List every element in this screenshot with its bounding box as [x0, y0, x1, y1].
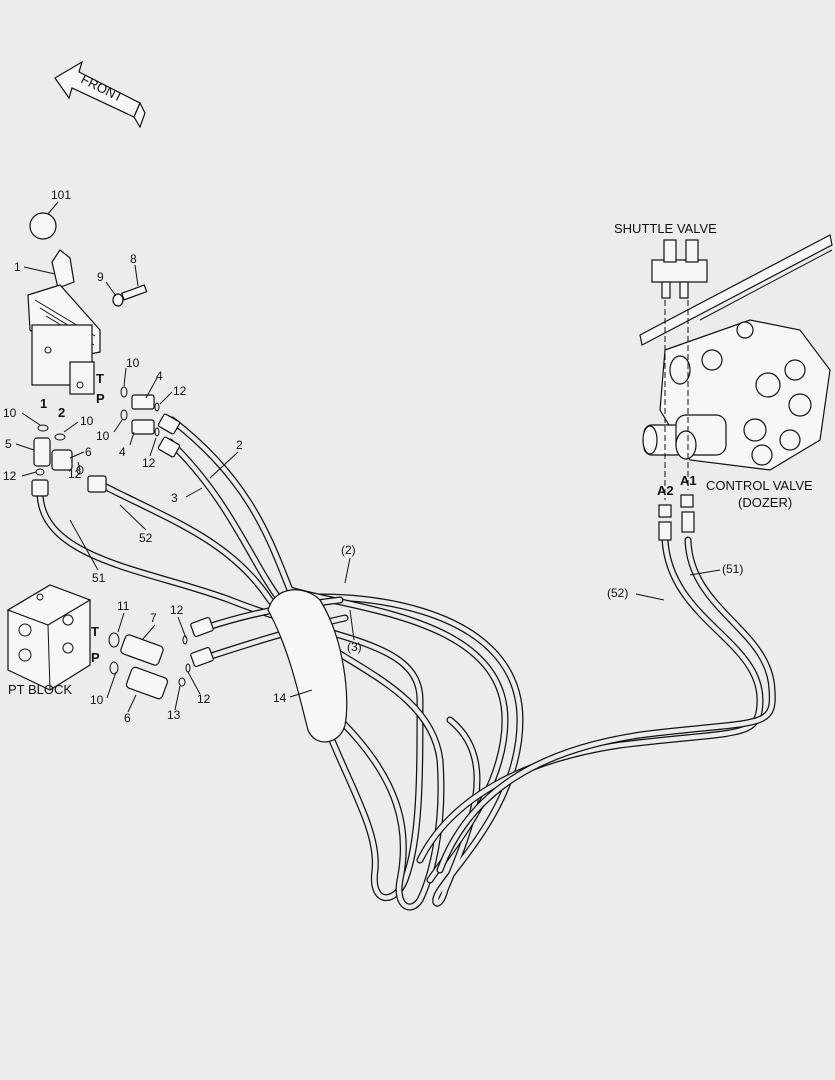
- shuttle-valve-title: SHUTTLE VALVE: [614, 221, 717, 236]
- control-valve-title: CONTROL VALVE: [706, 478, 813, 493]
- port-a2-valve: A2: [657, 483, 674, 498]
- callout-51: 51: [92, 571, 106, 585]
- port-t-pt-block: T: [91, 624, 99, 639]
- port-a1-valve: A1: [680, 473, 697, 488]
- callout-5: 5: [5, 437, 12, 451]
- callout-2: 2: [236, 438, 243, 452]
- control-valve-subtitle: (DOZER): [738, 495, 792, 510]
- callout-12-d: 12: [68, 467, 82, 481]
- joystick-assembly: [27, 212, 101, 395]
- callout-12-a: 12: [173, 384, 187, 398]
- port-1-joystick: 1: [40, 396, 47, 411]
- callout-1: 1: [14, 260, 21, 274]
- callout-52: 52: [139, 531, 153, 545]
- callout-6-a: 6: [85, 445, 92, 459]
- callout-7: 7: [150, 611, 157, 625]
- callout-52-ref: (52): [607, 586, 628, 600]
- callout-51-ref: (51): [722, 562, 743, 576]
- hose-bundle: [36, 416, 776, 911]
- callout-4-b: 4: [119, 445, 126, 459]
- port-p-joystick: P: [96, 391, 105, 406]
- callout-101: 101: [51, 188, 71, 202]
- callout-11: 11: [117, 599, 130, 613]
- leader-lines: [15, 201, 721, 713]
- callout-12-b: 12: [142, 456, 156, 470]
- callout-6-b: 6: [124, 711, 131, 725]
- joystick-fittings: [31, 386, 181, 497]
- callout-9: 9: [97, 270, 104, 284]
- hose-protector: [267, 589, 348, 743]
- callout-10-e: 10: [90, 693, 104, 707]
- control-valve-assembly: [639, 234, 833, 541]
- port-2-joystick: 2: [58, 405, 65, 420]
- callout-12-c: 12: [3, 469, 17, 483]
- callout-12-f: 12: [197, 692, 211, 706]
- bolt-and-washer: [112, 284, 148, 307]
- callout-10-c: 10: [3, 406, 17, 420]
- callout-3: 3: [171, 491, 178, 505]
- callout-10-a: 10: [126, 356, 140, 370]
- front-arrow: FRONT: [54, 60, 146, 129]
- port-p-pt-block: P: [91, 650, 100, 665]
- knob-101: [29, 212, 57, 240]
- callout-14: 14: [273, 691, 287, 705]
- callout-10-b: 10: [96, 429, 110, 443]
- callout-10-d: 10: [80, 414, 94, 428]
- pt-block-title: PT BLOCK: [8, 682, 72, 697]
- port-t-joystick: T: [96, 371, 104, 386]
- callout-13: 13: [167, 708, 181, 722]
- callout-4-a: 4: [156, 369, 163, 383]
- callout-2-ref: (2): [341, 543, 356, 557]
- callout-3-ref: (3): [347, 640, 362, 654]
- pt-block: [6, 584, 214, 700]
- callout-12-e: 12: [170, 603, 184, 617]
- callout-8: 8: [130, 252, 137, 266]
